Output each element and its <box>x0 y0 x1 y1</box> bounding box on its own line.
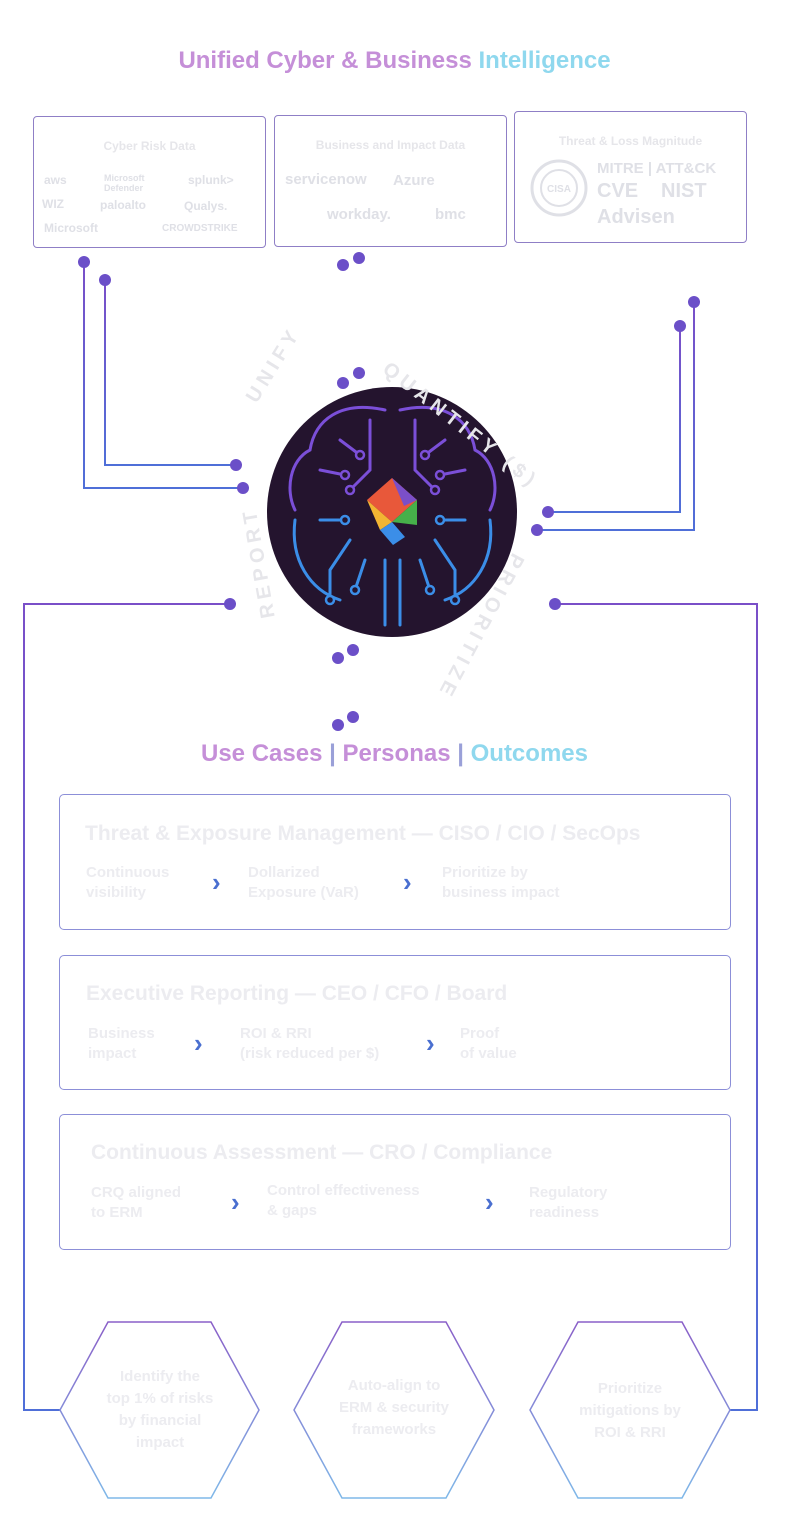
business-impact-data-box: Business and Impact Data servicenow Azur… <box>274 115 507 247</box>
brain-circuit-icon <box>267 387 517 637</box>
chevron-right-icon: › <box>212 867 221 897</box>
use-case-step: ROI & RRI(risk reduced per $) <box>240 1025 380 1062</box>
workday-logo: workday. <box>327 206 391 223</box>
microsoft-logo: Microsoft <box>44 221 98 235</box>
use-case-title: Executive Reporting — CEO / CFO / Board <box>86 982 508 1005</box>
threat-loss-magnitude-box: Threat & Loss Magnitude CISA MITRE | ATT… <box>514 111 747 243</box>
paloalto-logo: paloalto <box>100 198 147 212</box>
azure-logo: Azure <box>393 172 435 189</box>
use-case-card: Executive Reporting — CEO / CFO / Board … <box>59 955 731 1090</box>
use-cases-heading: Use Cases | Personas | Outcomes <box>0 740 789 768</box>
outcome-hexagon <box>529 1321 731 1499</box>
servicenow-logo: servicenow <box>285 171 367 188</box>
chevron-right-icon: › <box>403 867 412 897</box>
outcome-hexagon <box>293 1321 495 1499</box>
chevron-right-icon: › <box>231 1187 240 1217</box>
cyber-risk-data-box: Cyber Risk Data aws Microsoft Defender s… <box>33 116 266 248</box>
wiz-logo: WIZ <box>42 197 64 211</box>
page-title: Unified Cyber & Business Intelligence <box>0 47 789 75</box>
bmc-logo: bmc <box>435 206 466 223</box>
use-case-step: Control effectiveness& gaps <box>267 1182 420 1219</box>
chevron-right-icon: › <box>485 1187 494 1217</box>
use-case-title: Threat & Exposure Management — CISO / CI… <box>85 822 641 845</box>
chevron-right-icon: › <box>426 1028 435 1058</box>
use-case-card: Continuous Assessment — CRO / Compliance… <box>59 1114 731 1250</box>
nist-logo: NIST <box>661 180 707 202</box>
heading-part1: Use Cases <box>201 740 323 767</box>
cisa-seal-label: CISA <box>547 184 571 195</box>
source-title: Business and Impact Data <box>315 138 466 152</box>
aws-logo: aws <box>44 173 67 187</box>
use-case-card: Threat & Exposure Management — CISO / CI… <box>59 794 731 930</box>
heading-part2: Personas <box>342 740 451 767</box>
title-part1: Unified Cyber & Business <box>178 47 472 74</box>
splunk-logo: splunk> <box>188 173 234 187</box>
qualys-logo: Qualys. <box>184 199 228 213</box>
outcome-hexagon <box>59 1321 260 1499</box>
heading-separator: | <box>457 740 464 767</box>
mitre-attack-logo: MITRE | ATT&CK <box>597 160 717 177</box>
microsoft-defender-logo: Microsoft Defender <box>104 173 145 193</box>
use-case-title: Continuous Assessment — CRO / Compliance <box>91 1141 553 1164</box>
heading-part3: Outcomes <box>470 740 588 767</box>
source-title: Threat & Loss Magnitude <box>558 134 703 148</box>
cve-logo: CVE <box>597 180 639 202</box>
title-part2: Intelligence <box>478 47 611 74</box>
advisen-logo: Advisen <box>597 206 675 228</box>
chevron-right-icon: › <box>194 1028 203 1058</box>
heading-separator: | <box>329 740 336 767</box>
crowdstrike-logo: CROWDSTRIKE <box>162 223 238 234</box>
source-title: Cyber Risk Data <box>103 139 196 153</box>
cisa-seal-icon: CISA <box>530 159 588 217</box>
